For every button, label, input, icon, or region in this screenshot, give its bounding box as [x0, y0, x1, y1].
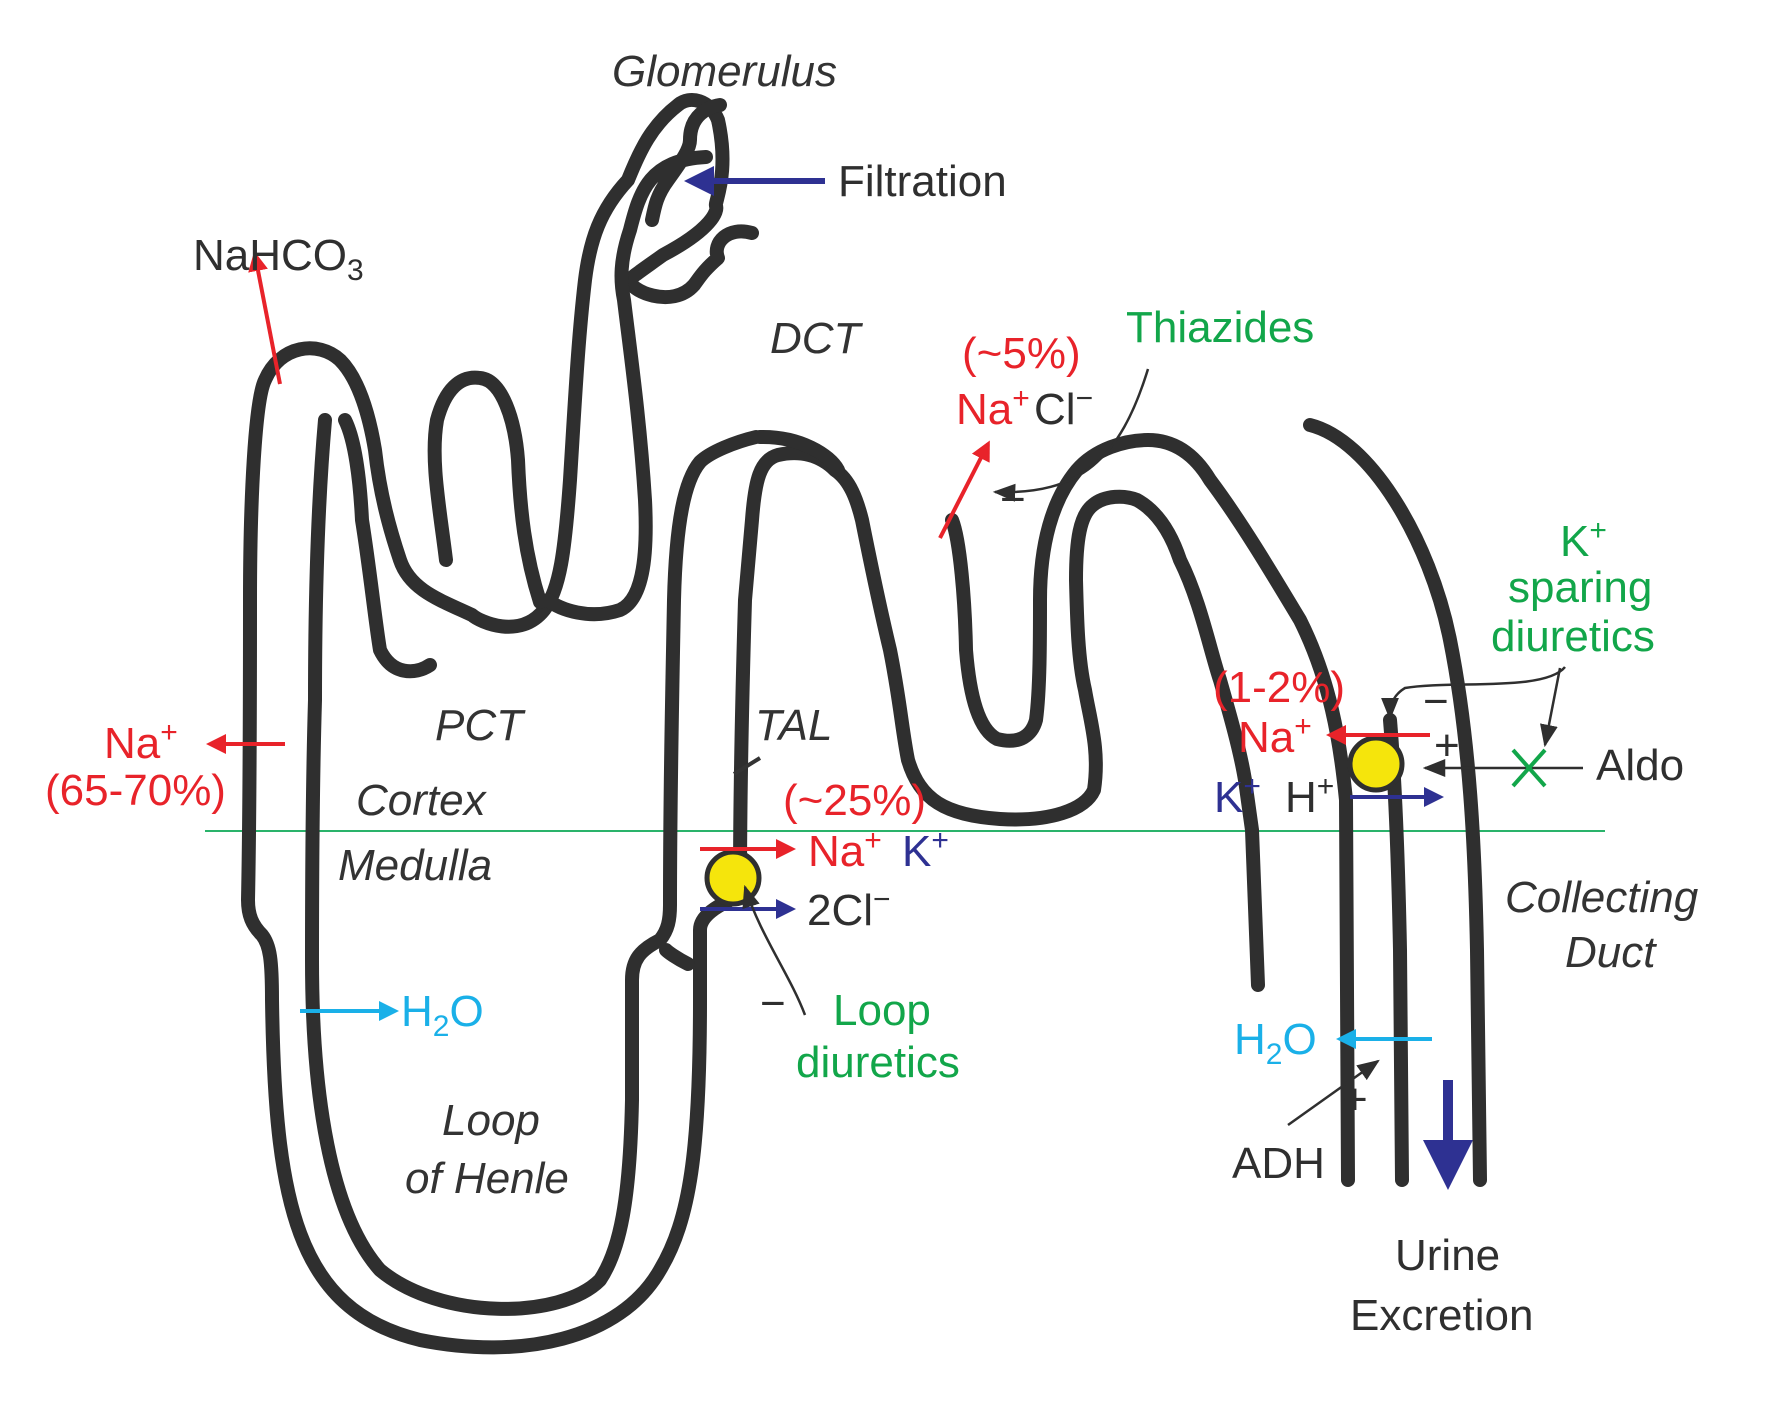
thiazides-label: Thiazides [1126, 303, 1314, 352]
nephron-inner-wall [305, 98, 1355, 1316]
adh-plus-sign: + [1342, 1075, 1368, 1124]
aldo-plus-sign: + [1434, 721, 1460, 770]
collecting-water-label: H2O [1234, 1015, 1317, 1071]
collecting-duct-label-2: Duct [1565, 928, 1657, 977]
tal-cl-label: 2Cl− [807, 883, 891, 935]
dct-cl-label: Cl− [1034, 382, 1093, 434]
dct-label: DCT [770, 314, 864, 363]
collecting-percent-label: (1-2%) [1213, 663, 1345, 712]
aldo-block-mark [1511, 748, 1547, 788]
collecting-k-label: K+ [1214, 770, 1261, 822]
loop-of-henle-label-2: of Henle [405, 1154, 569, 1203]
collecting-duct-right-wall [1303, 418, 1487, 1187]
collecting-duct-label-1: Collecting [1505, 873, 1699, 922]
pct-percent-label: (65-70%) [45, 766, 226, 815]
k-sparing-label-3: diuretics [1491, 612, 1655, 661]
collecting-h-label: H+ [1285, 770, 1334, 822]
dct-na-label: Na+ [956, 382, 1030, 434]
pct-na-label: Na+ [104, 716, 178, 768]
nephron-outer-wall [241, 93, 1265, 1355]
adh-label: ADH [1232, 1139, 1325, 1188]
k-sparing-minus-sign: − [1423, 677, 1449, 726]
tal-na-label: Na+ [808, 824, 882, 876]
loop-of-henle-label-1: Loop [442, 1096, 540, 1145]
loop-diuretics-sign: − [760, 979, 786, 1028]
tal-k-label: K+ [902, 824, 949, 876]
pct-label: PCT [435, 701, 526, 750]
cortex-label: Cortex [356, 776, 488, 825]
dct-percent-label: (~5%) [962, 329, 1081, 378]
collecting-na-label: Na+ [1238, 710, 1312, 762]
k-sparing-label-2: sparing [1508, 563, 1652, 612]
aldo-label: Aldo [1596, 741, 1684, 790]
enac-transporter [1347, 735, 1405, 793]
loop-water-label: H2O [401, 987, 484, 1043]
collecting-duct-left-wall [1383, 713, 1409, 1187]
tal-label: TAL [755, 701, 832, 750]
filtration-label: Filtration [838, 157, 1007, 206]
k-sparing-label-1: K+ [1560, 514, 1607, 566]
loop-diuretics-label-1: Loop [833, 986, 931, 1035]
nkcc2-transporter [704, 849, 762, 907]
nahco3-label: NaHCO3 [193, 231, 364, 287]
loop-diuretics-label-2: diuretics [796, 1038, 960, 1087]
medulla-label: Medulla [338, 841, 492, 890]
tal-percent-label: (~25%) [783, 776, 926, 825]
thiazide-sign: − [1000, 475, 1026, 524]
urine-label-1: Urine [1395, 1231, 1500, 1280]
urine-label-2: Excretion [1350, 1291, 1533, 1340]
glomerulus-label: Glomerulus [612, 47, 837, 96]
regulation-arrows [742, 368, 1583, 1127]
